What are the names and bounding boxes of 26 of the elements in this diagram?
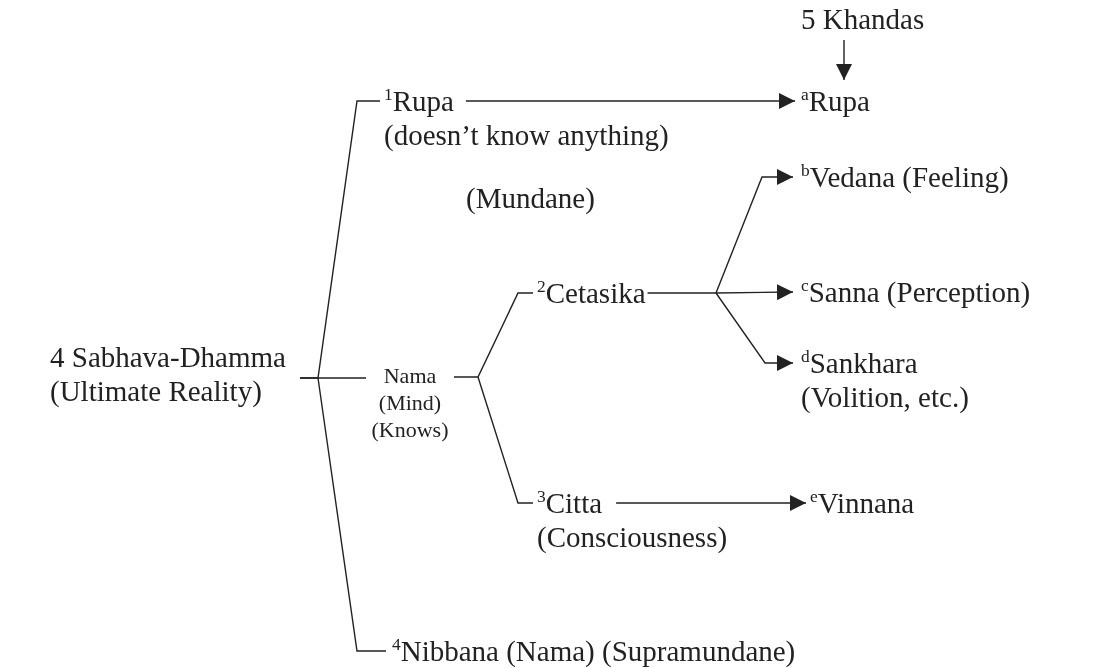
arrow (615, 495, 807, 511)
connector-line (299, 377, 367, 379)
term-label: $^{a}$Rupa (801, 84, 870, 118)
connector-line (317, 377, 387, 652)
term-label: $^{3}$Citta (537, 486, 603, 520)
connector-line (477, 376, 534, 504)
term-label: 5 Khandas (801, 2, 925, 36)
term-label: Nama (Mind) (Knows) (370, 362, 450, 443)
term-label: $^{b}$Vedana (Feeling) (801, 160, 1009, 194)
term-label: $^{c}$Sanna (Perception) (801, 275, 1031, 309)
term-label: $^{e}$Vinnana (810, 486, 915, 520)
connector-line (453, 292, 534, 378)
term-label: $^{1}$Rupa (384, 84, 454, 118)
arrow (715, 292, 794, 371)
gloss-text: (Volition, etc.) (801, 380, 969, 414)
term-label: $^{2}$Cetasika (537, 276, 646, 310)
arrow (715, 284, 794, 301)
gloss-text: (doesn’t know anything) (384, 118, 669, 152)
arrow (465, 93, 796, 109)
term-label: $^{d}$Sankhara (801, 346, 918, 380)
arrow (646, 169, 794, 294)
note-text: (Mundane) (466, 182, 595, 215)
gloss-text: (Consciousness) (537, 520, 728, 554)
term-label: 4 Sabhava-Dhamma (Ultimate Reality) (50, 340, 287, 408)
arrow (836, 39, 852, 81)
term-label: $^{4}$Nibbana (Nama) (Supramundane) (392, 634, 796, 668)
